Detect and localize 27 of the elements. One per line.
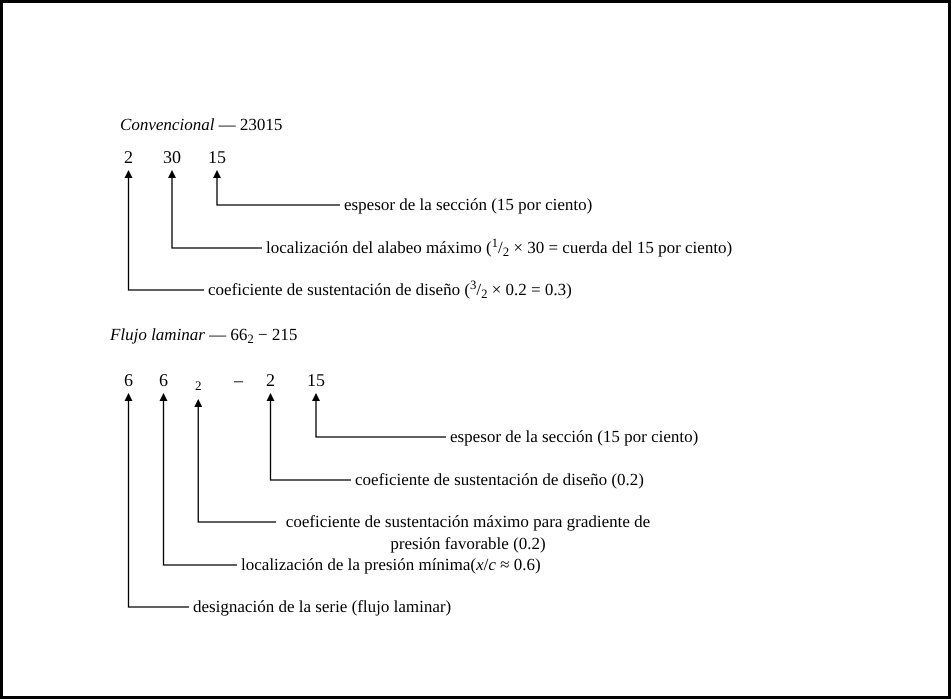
code-digit: 2 (195, 375, 202, 397)
leader-arrow (312, 393, 446, 438)
code-digit: 15 (208, 146, 226, 168)
description-text: coeficiente de sustentación máximo para gradiente de presión favorable (0.2) (280, 511, 656, 555)
description-text: localización de la presión mínima(x/c ≈ 0.6) (241, 554, 541, 576)
leader-arrow (266, 393, 351, 481)
description-text: coeficiente de sustentación de diseño (0.2) (355, 469, 644, 491)
leader-arrow (213, 170, 340, 206)
description-text: espesor de la sección (15 por ciento) (344, 194, 592, 216)
code-digit: 2 (266, 369, 275, 391)
description-text: espesor de la sección (15 por ciento) (450, 426, 698, 448)
section-heading: Convencional — 23015 (120, 114, 282, 136)
leader-arrow (168, 170, 262, 249)
code-digit: 30 (163, 146, 181, 168)
leader-arrow (124, 393, 189, 608)
code-digit: 15 (307, 369, 325, 391)
leader-arrow (194, 399, 276, 523)
leader-arrow (124, 170, 204, 291)
code-digit: 6 (124, 369, 133, 391)
section-heading: Flujo laminar — 66$_{2}$ − 215 (110, 324, 298, 346)
leader-arrow (160, 393, 237, 566)
description-text: coeficiente de sustentación de diseño ($^{3}$/$_{2}$ × 0.2 = 0.3) (208, 279, 572, 301)
description-text: localización del alabeo máximo ($^{1}$/$_{2}$ × 30 = cuerda del 15 por ciento) (266, 237, 732, 259)
code-digit: 2 (124, 146, 133, 168)
code-dash: – (234, 369, 243, 391)
code-digit: 6 (159, 369, 168, 391)
description-text: designación de la serie (flujo laminar) (193, 596, 452, 618)
